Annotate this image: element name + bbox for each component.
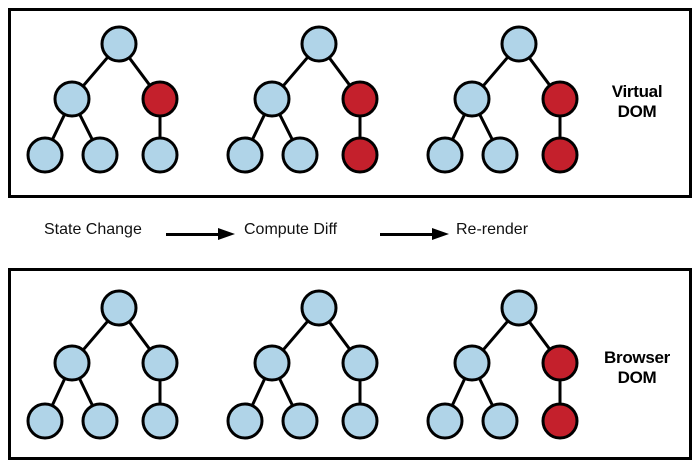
flow-row: State Change Compute Diff Re-render <box>8 206 692 262</box>
panel-label-virtual-dom: Virtual DOM <box>611 82 663 121</box>
arrow-head <box>218 228 235 240</box>
arrow-head <box>432 228 449 240</box>
arrow-shaft <box>380 233 436 236</box>
arrow-right-icon-2 <box>380 228 452 242</box>
flow-step-state-change: State Change <box>44 221 142 238</box>
flow-step-compute-diff: Compute Diff <box>244 221 338 238</box>
arrow-shaft <box>166 233 222 236</box>
panel-label-browser-dom: Browser DOM <box>604 348 670 387</box>
flow-step-re-render: Re-render <box>456 221 529 238</box>
arrow-right-icon-1 <box>166 228 238 242</box>
